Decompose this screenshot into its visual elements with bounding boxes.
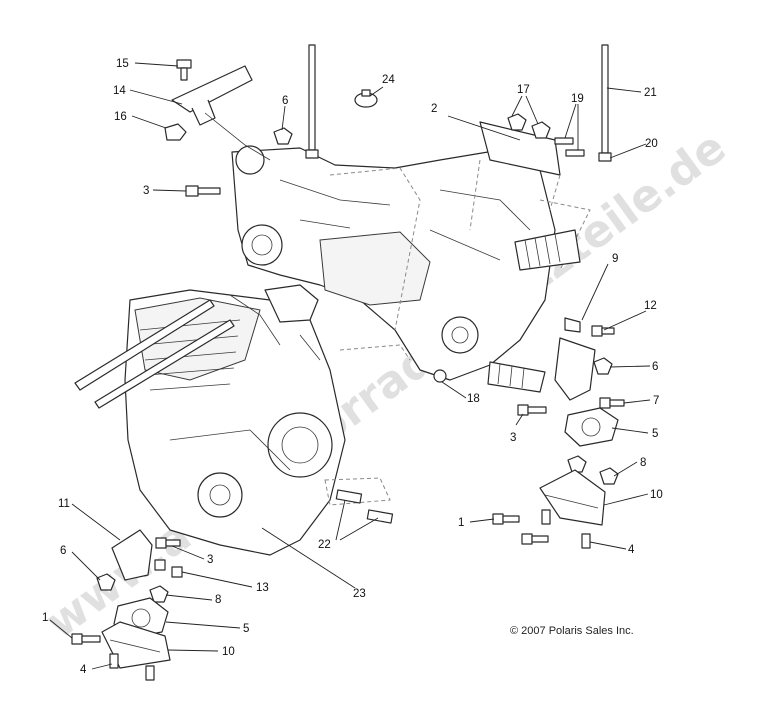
callout-10-right: 10 bbox=[650, 489, 663, 501]
nuts-17 bbox=[507, 113, 551, 139]
callout-24: 24 bbox=[382, 74, 395, 86]
callout-8-left: 8 bbox=[215, 594, 221, 606]
callout-6-right: 6 bbox=[652, 361, 658, 373]
long-stud-bolts bbox=[305, 44, 612, 162]
callout-4-right: 4 bbox=[628, 544, 635, 556]
callout-6-left: 6 bbox=[60, 545, 66, 557]
washer-18 bbox=[433, 369, 447, 383]
nut-6-right bbox=[593, 357, 613, 375]
bolts-4-left bbox=[109, 653, 155, 681]
callout-1-left: 1 bbox=[42, 612, 48, 624]
callout-3-upper: 3 bbox=[143, 185, 149, 197]
callout-11: 11 bbox=[58, 498, 70, 510]
mount-bracket-9 bbox=[554, 317, 596, 401]
callout-20: 20 bbox=[645, 138, 658, 150]
bolts-4-right bbox=[521, 509, 591, 549]
rubber-mount-5-right bbox=[564, 407, 619, 447]
callout-21: 21 bbox=[644, 87, 657, 99]
bolt-1-right bbox=[492, 513, 520, 525]
callout-22: 22 bbox=[318, 539, 331, 551]
dowels-22 bbox=[324, 477, 394, 524]
bolt-1-left bbox=[71, 633, 101, 645]
callout-5-right: 5 bbox=[652, 428, 658, 440]
callout-2: 2 bbox=[431, 103, 437, 115]
callout-4-left: 4 bbox=[80, 664, 87, 676]
engine-assembly bbox=[74, 284, 411, 556]
clamp-24 bbox=[354, 89, 378, 108]
callout-23: 23 bbox=[353, 588, 366, 600]
callout-1-right: 1 bbox=[458, 517, 464, 529]
nut-8-right bbox=[567, 455, 619, 485]
nut-16 bbox=[164, 123, 187, 141]
leader-lines bbox=[49, 62, 651, 670]
bolt-12 bbox=[591, 325, 615, 337]
callout-12: 12 bbox=[644, 300, 657, 312]
callout-labels: 15 14 16 3 6 24 2 17 19 21 20 9 12 6 18 … bbox=[42, 58, 663, 676]
callout-16: 16 bbox=[114, 111, 127, 123]
callout-15: 15 bbox=[116, 58, 129, 70]
callout-14: 14 bbox=[113, 85, 126, 97]
callout-13: 13 bbox=[256, 582, 269, 594]
bolt-15 bbox=[176, 59, 192, 81]
copyright-notice: © 2007 Polaris Sales Inc. bbox=[510, 625, 634, 637]
bolt-3-left bbox=[155, 537, 181, 549]
nut-6-left bbox=[96, 573, 116, 591]
callout-3-right: 3 bbox=[510, 432, 516, 444]
callout-9: 9 bbox=[612, 253, 618, 265]
callout-8-right: 8 bbox=[640, 457, 646, 469]
nut-6-upper bbox=[273, 127, 293, 145]
mount-bracket-11 bbox=[111, 529, 153, 581]
lower-bracket-10-right bbox=[539, 469, 606, 526]
callout-7: 7 bbox=[653, 395, 659, 407]
callout-10-left: 10 bbox=[222, 646, 235, 658]
transmission-assembly bbox=[231, 145, 591, 393]
callout-6-upper: 6 bbox=[282, 95, 288, 107]
callout-19: 19 bbox=[571, 93, 584, 105]
bolt-3-right bbox=[517, 404, 547, 416]
bolt-3-upper bbox=[185, 185, 221, 197]
callout-5-left: 5 bbox=[243, 623, 249, 635]
callout-18: 18 bbox=[467, 393, 480, 405]
bolts-19 bbox=[554, 137, 585, 157]
bracket-14 bbox=[171, 65, 271, 161]
callout-3-left: 3 bbox=[207, 554, 213, 566]
bolt-7 bbox=[599, 397, 625, 409]
bracket-2 bbox=[469, 121, 561, 231]
callout-17: 17 bbox=[517, 84, 530, 96]
